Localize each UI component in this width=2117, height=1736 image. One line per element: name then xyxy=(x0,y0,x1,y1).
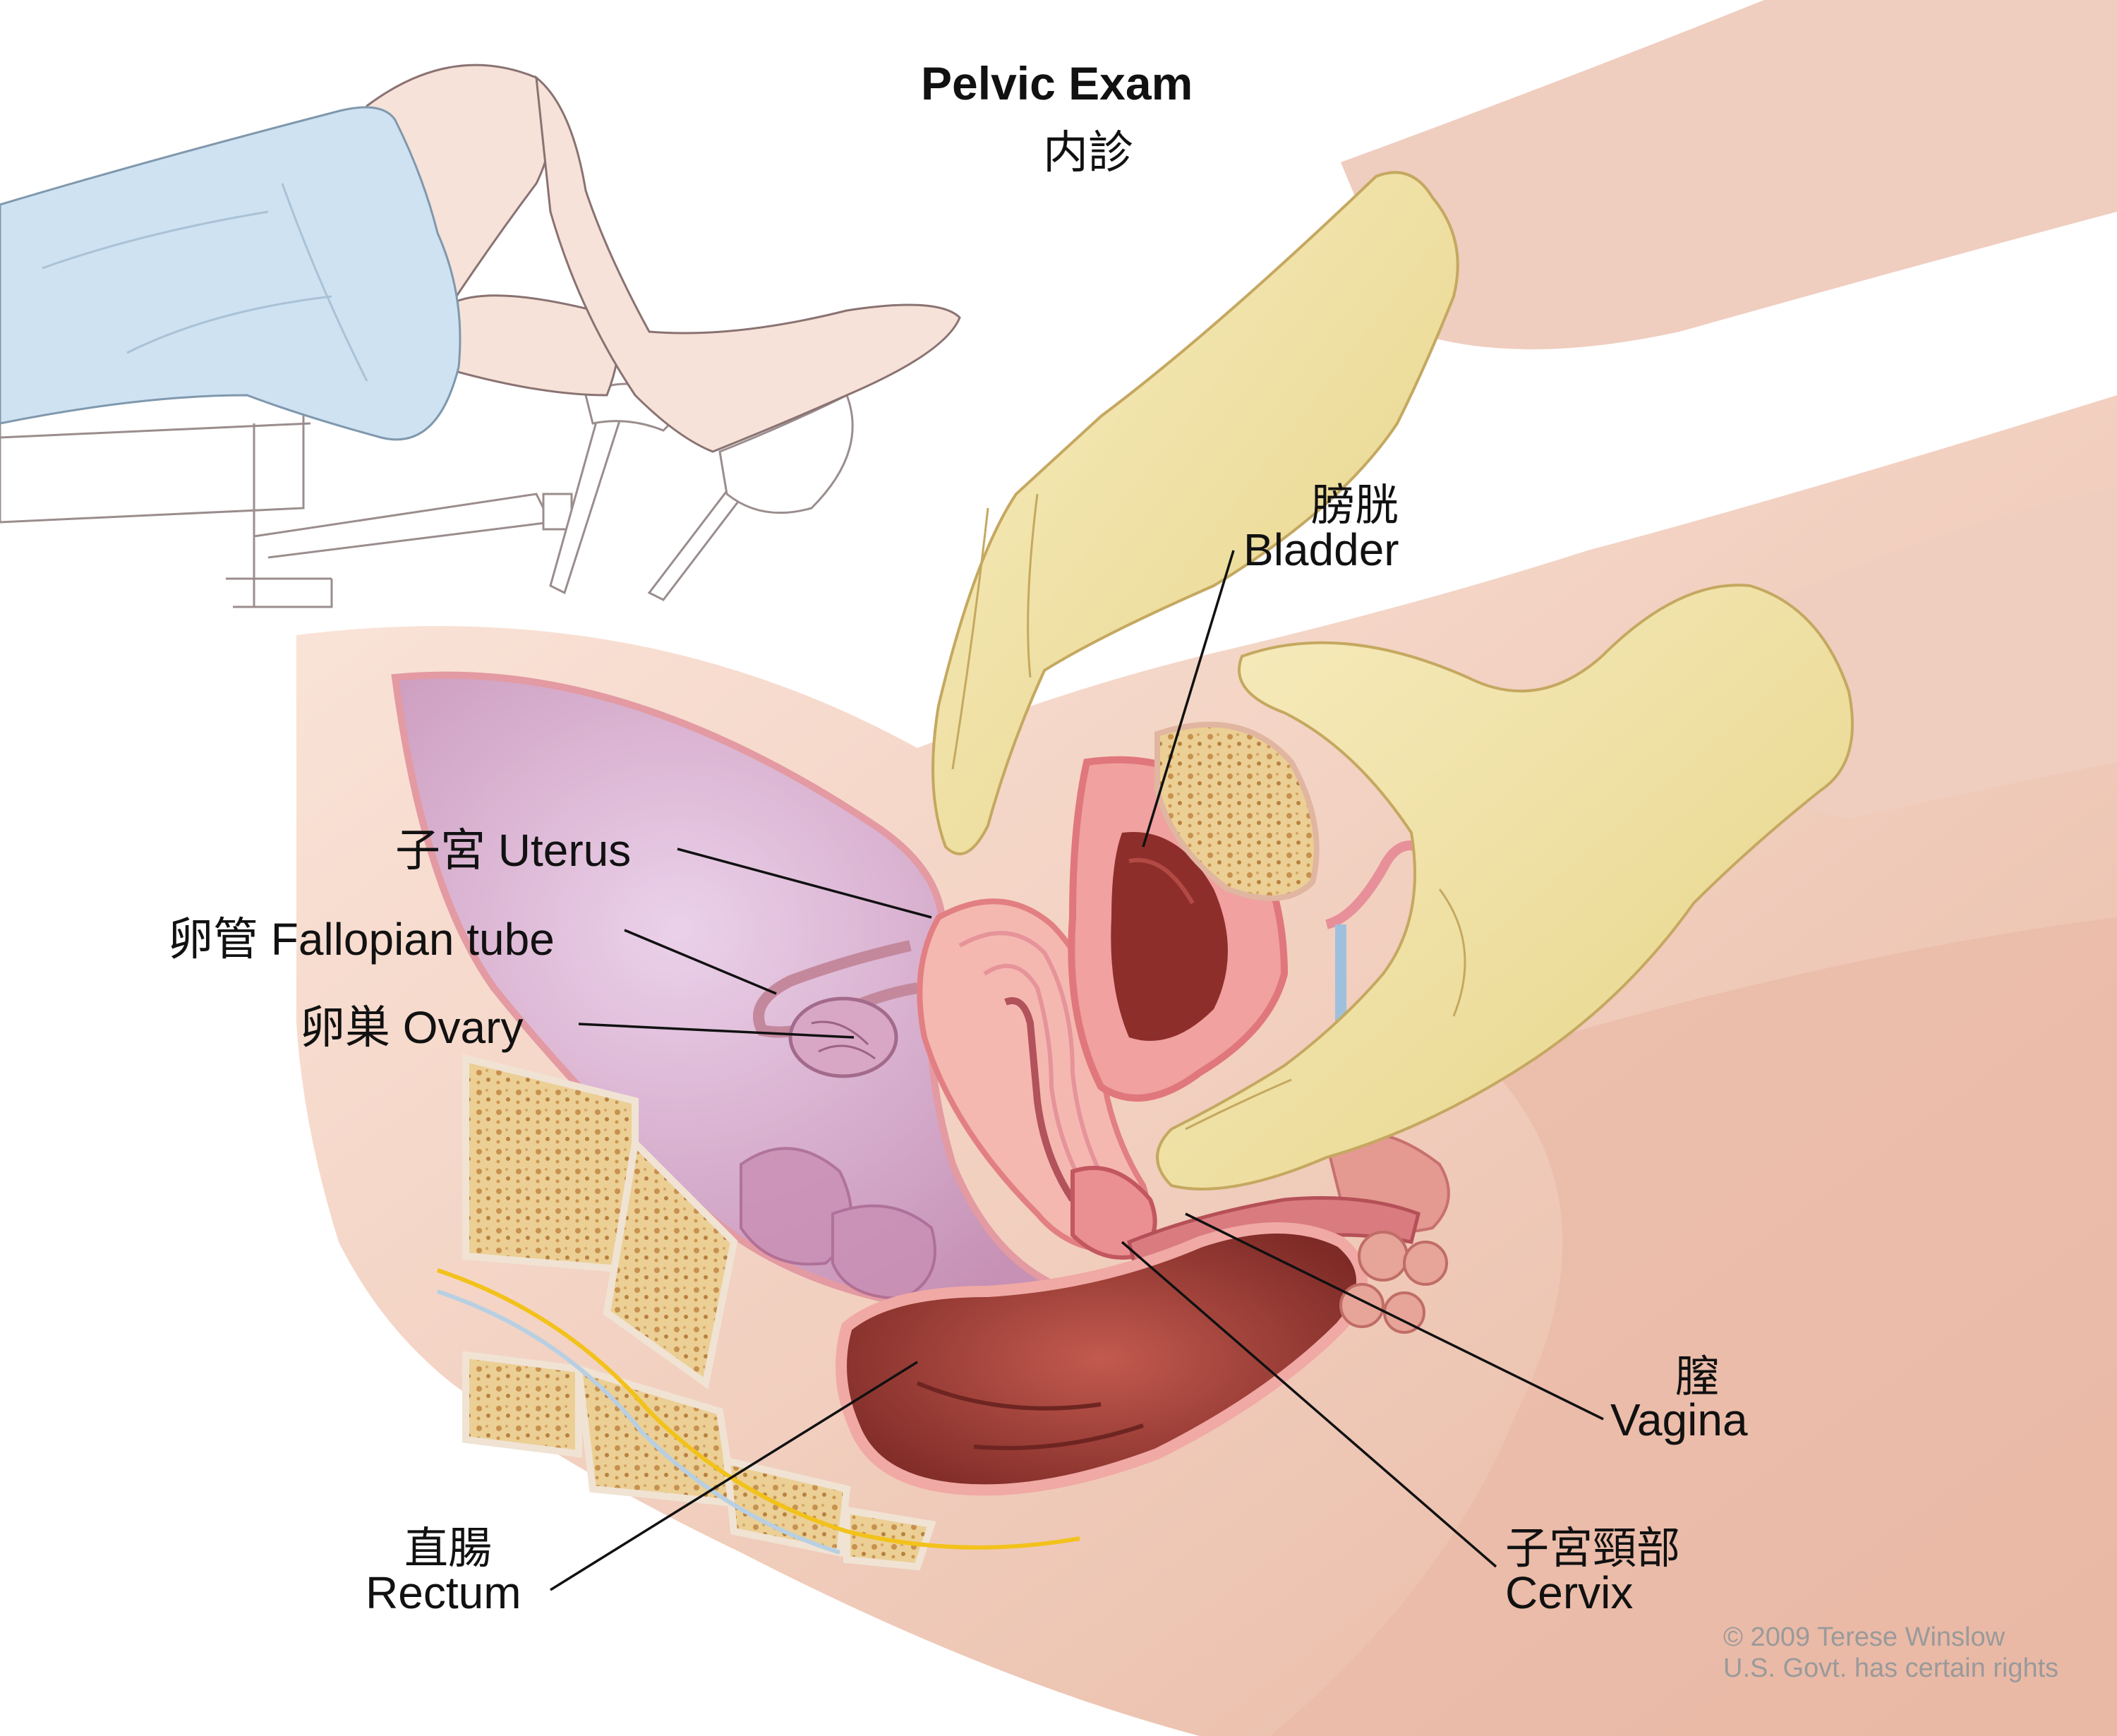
label-ovary: 卵巣 Ovary xyxy=(300,1002,524,1053)
spinal-nerve xyxy=(437,1268,1080,1550)
examiner-upper-arm xyxy=(1341,0,2117,349)
leader-cervix xyxy=(1121,1241,1497,1568)
label-bladder-ja: 膀胱 xyxy=(1311,479,1399,531)
label-vagina-ja: 膣 xyxy=(1675,1351,1720,1402)
label-vagina: Vagina xyxy=(1610,1394,1748,1445)
pubic-bone xyxy=(1154,721,1320,901)
copyright-line-2: U.S. Govt. has certain rights xyxy=(1723,1653,2059,1683)
label-bladder: Bladder xyxy=(1243,524,1399,575)
label-cervix: Cervix xyxy=(1505,1567,1634,1618)
lower-glove xyxy=(1156,584,1854,1191)
leader-uterus xyxy=(677,848,932,919)
intestine-folds xyxy=(740,1147,936,1301)
leader-rectum xyxy=(550,1361,918,1591)
label-fallopian-tube: 卵管 Fallopian tube xyxy=(168,914,555,965)
rectum xyxy=(836,1222,1368,1496)
leader-lines xyxy=(550,550,1604,1591)
leader-vagina xyxy=(1185,1212,1604,1421)
upper-glove xyxy=(931,171,1459,855)
label-cervix-ja: 子宮頸部 xyxy=(1505,1522,1681,1574)
copyright-line-1: © 2009 Terese Winslow xyxy=(1723,1622,2006,1652)
patient-drape xyxy=(0,106,462,441)
label-rectum-ja: 直腸 xyxy=(404,1522,493,1574)
diagram-title: Pelvic Exam xyxy=(921,57,1193,109)
label-rectum: Rectum xyxy=(366,1567,521,1618)
patient-legs xyxy=(366,64,961,453)
label-uterus: 子宮 Uterus xyxy=(395,825,632,876)
uterus xyxy=(917,898,1151,1253)
diagram-title-ja: 内診 xyxy=(1043,127,1133,179)
leader-ovary xyxy=(578,1023,855,1039)
leader-fallopian xyxy=(624,929,777,995)
leader-bladder xyxy=(1142,550,1235,848)
sacrum-vertebrae xyxy=(462,1054,936,1571)
